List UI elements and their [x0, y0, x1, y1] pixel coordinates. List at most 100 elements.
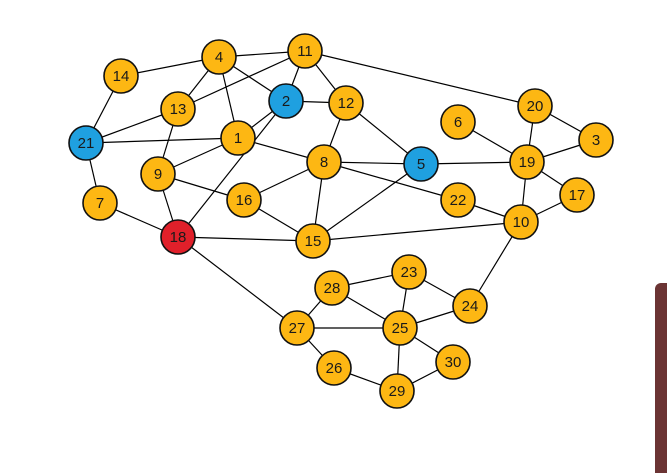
node-circle — [295, 223, 331, 259]
node-label: 1 — [234, 130, 242, 147]
node-30: 30 — [435, 344, 471, 380]
node-circle — [279, 310, 315, 346]
node-circle — [379, 373, 415, 409]
node-label: 11 — [297, 43, 313, 60]
node-15: 15 — [295, 223, 331, 259]
node-label: 26 — [326, 360, 343, 377]
node-label: 5 — [417, 156, 425, 173]
node-circle — [403, 146, 439, 182]
node-circle — [68, 125, 104, 161]
node-label: 8 — [320, 154, 328, 171]
node-29: 29 — [379, 373, 415, 409]
node-circle — [160, 219, 196, 255]
node-21: 21 — [68, 125, 104, 161]
node-28: 28 — [314, 270, 350, 306]
node-circle — [509, 144, 545, 180]
node-8: 8 — [306, 144, 342, 180]
node-label: 19 — [519, 154, 536, 171]
node-circle — [440, 182, 476, 218]
node-circle — [391, 254, 427, 290]
node-22: 22 — [440, 182, 476, 218]
edge-18-15 — [177, 236, 314, 242]
node-label: 30 — [445, 354, 462, 371]
node-label: 22 — [450, 192, 467, 209]
node-circle — [452, 288, 488, 324]
node-circle — [226, 182, 262, 218]
node-circle — [314, 270, 350, 306]
node-label: 28 — [324, 280, 341, 297]
node-14: 14 — [103, 58, 139, 94]
node-26: 26 — [316, 350, 352, 386]
node-24: 24 — [452, 288, 488, 324]
node-circle — [82, 185, 118, 221]
edge-21-1 — [85, 137, 239, 144]
node-18: 18 — [160, 219, 196, 255]
node-label: 16 — [236, 192, 253, 209]
node-label: 20 — [527, 98, 544, 115]
node-circle — [306, 144, 342, 180]
node-label: 17 — [569, 187, 586, 204]
node-circle — [503, 204, 539, 240]
node-19: 19 — [509, 144, 545, 180]
node-label: 7 — [96, 195, 104, 212]
edge-11-20 — [304, 50, 536, 107]
node-11: 11 — [287, 33, 323, 69]
node-label: 13 — [170, 101, 187, 118]
node-20: 20 — [517, 88, 553, 124]
node-2: 2 — [268, 83, 304, 119]
side-panel-edge — [655, 283, 667, 473]
node-label: 27 — [289, 320, 306, 337]
node-circle — [559, 177, 595, 213]
node-circle — [220, 120, 256, 156]
node-label: 6 — [454, 114, 462, 131]
node-label: 25 — [392, 320, 409, 337]
edge-18-27 — [177, 236, 298, 329]
node-label: 4 — [215, 49, 223, 66]
node-circle — [103, 58, 139, 94]
node-circle — [440, 104, 476, 140]
edge-8-22 — [323, 161, 459, 201]
node-17: 17 — [559, 177, 595, 213]
node-circle — [517, 88, 553, 124]
node-10: 10 — [503, 204, 539, 240]
node-label: 2 — [282, 93, 290, 110]
node-label: 3 — [592, 132, 600, 149]
node-23: 23 — [391, 254, 427, 290]
node-circle — [201, 39, 237, 75]
edge-11-13 — [177, 50, 306, 110]
edge-10-15 — [312, 221, 522, 242]
node-label: 12 — [338, 95, 355, 112]
node-label: 9 — [154, 166, 162, 183]
node-circle — [382, 310, 418, 346]
node-label: 15 — [305, 233, 322, 250]
node-label: 18 — [170, 229, 187, 246]
edge-5-15 — [312, 163, 422, 242]
node-label: 21 — [78, 135, 95, 152]
node-12: 12 — [328, 85, 364, 121]
edge-2-18 — [177, 100, 287, 238]
node-circle — [160, 91, 196, 127]
node-circle — [435, 344, 471, 380]
node-5: 5 — [403, 146, 439, 182]
node-1: 1 — [220, 120, 256, 156]
node-9: 9 — [140, 156, 176, 192]
node-circle — [140, 156, 176, 192]
node-circle — [328, 85, 364, 121]
node-25: 25 — [382, 310, 418, 346]
node-6: 6 — [440, 104, 476, 140]
node-label: 24 — [462, 298, 479, 315]
node-label: 10 — [513, 214, 530, 231]
node-13: 13 — [160, 91, 196, 127]
node-circle — [578, 122, 614, 158]
node-label: 23 — [401, 264, 418, 281]
node-label: 29 — [389, 383, 406, 400]
node-27: 27 — [279, 310, 315, 346]
node-4: 4 — [201, 39, 237, 75]
node-circle — [316, 350, 352, 386]
node-16: 16 — [226, 182, 262, 218]
node-3: 3 — [578, 122, 614, 158]
node-circle — [268, 83, 304, 119]
